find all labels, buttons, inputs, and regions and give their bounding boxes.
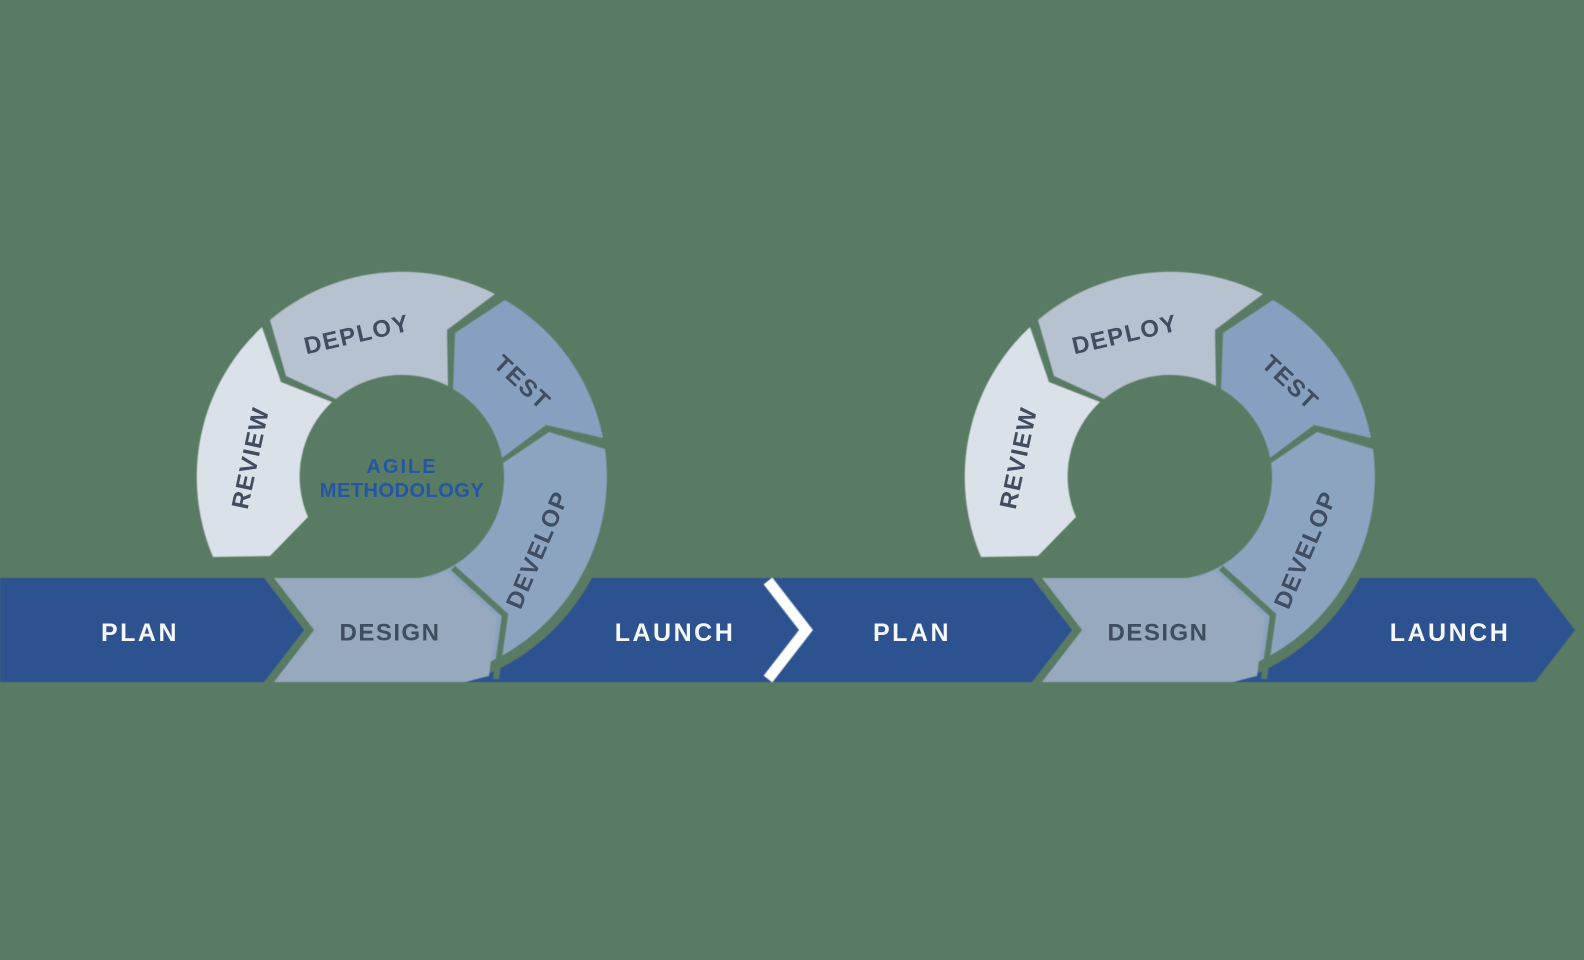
loop2-segment-review [964,327,1100,557]
plan-2-label: PLAN [873,619,951,647]
loop1-segment-test [453,300,603,458]
loop1-segment-review [196,327,332,557]
loop2-design-develop-gap [1218,565,1277,680]
plan-1-label: PLAN [101,619,179,647]
chevron-separator-icon [763,577,813,683]
band-segment-design-2 [1042,571,1265,682]
loop2-group [964,271,1375,682]
center-title-line2: METHODOLOGY [320,480,485,502]
band-segment-design-1 [274,571,497,682]
loop2-segment-deploy [1038,271,1263,399]
design-2-label: DESIGN [1107,620,1208,647]
band-segment-plan-1 [0,578,304,682]
band-segment-launch-1-plan-2 [467,578,1072,682]
launch-1-label: LAUNCH [615,619,736,647]
loop2-segment-test [1221,300,1371,458]
loop1-segment-deploy [270,271,495,399]
loop1-design-develop-gap [450,565,509,680]
launch-2-label: LAUNCH [1390,619,1511,647]
center-title-line1: AGILE [366,456,437,478]
design-1-label: DESIGN [339,620,440,647]
band-segment-launch-2 [1235,578,1575,682]
